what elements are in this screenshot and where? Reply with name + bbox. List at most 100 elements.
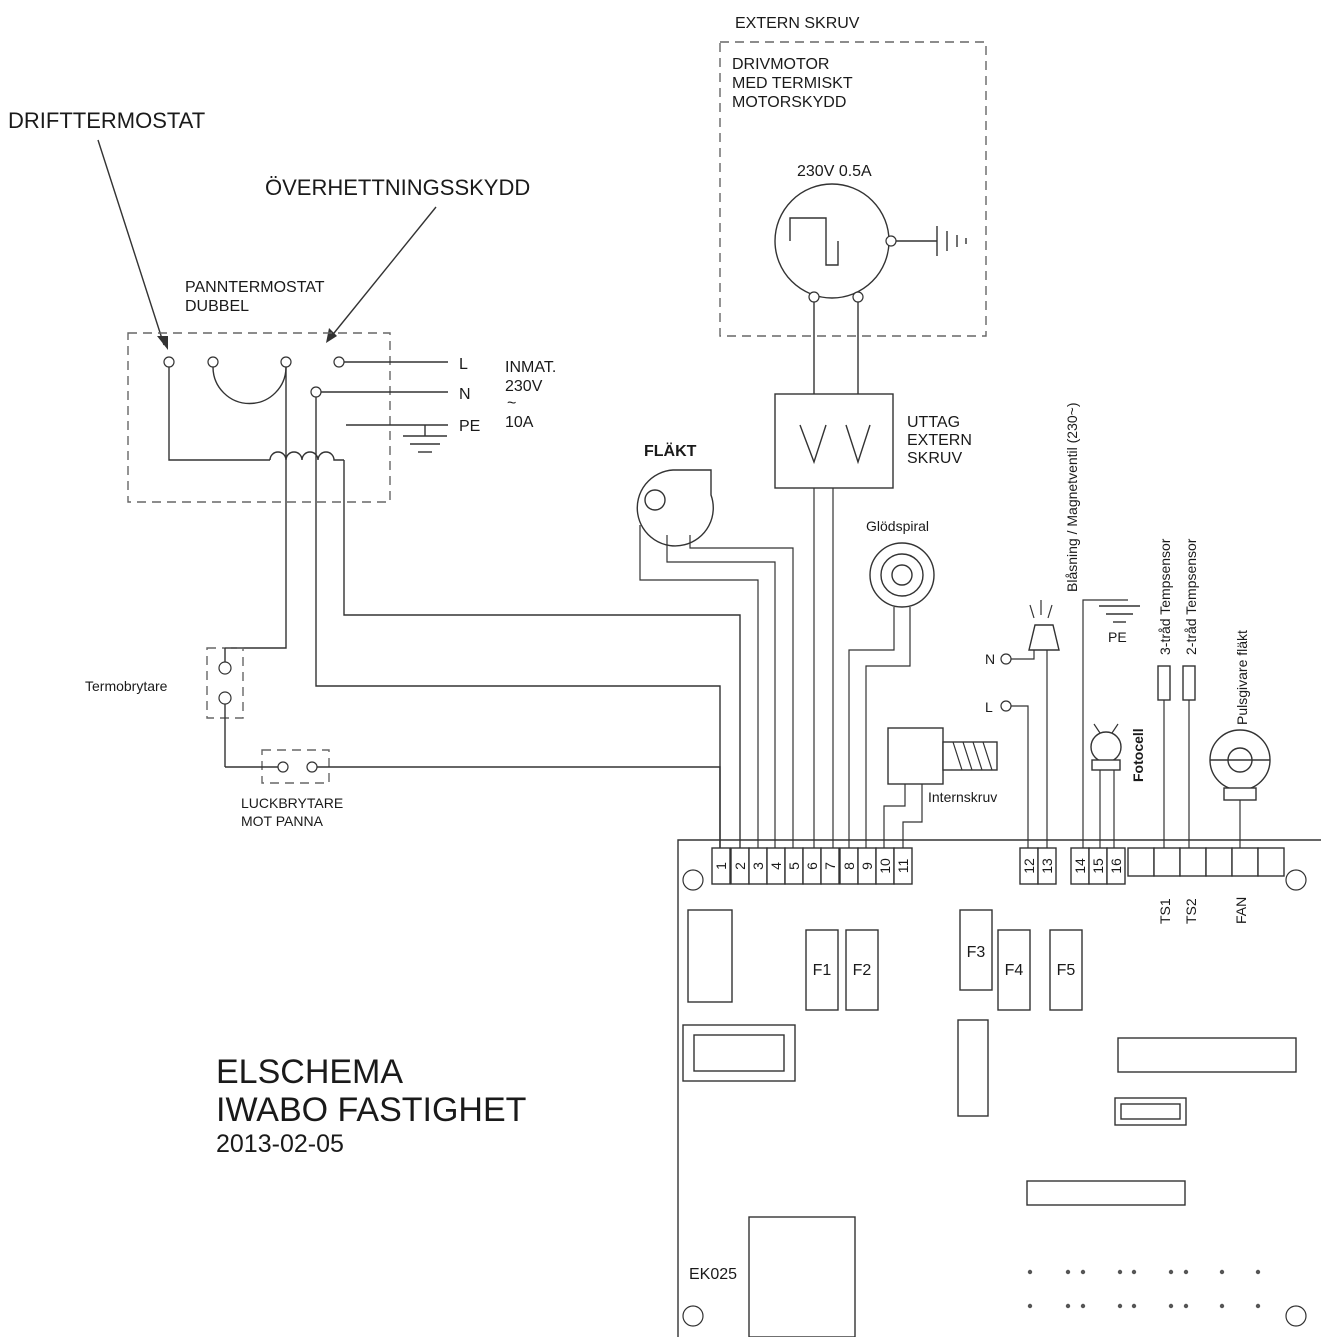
header-pin [1131, 1303, 1137, 1309]
inmat-label-2: 230V [505, 378, 543, 395]
tempsensor-3-icon [1157, 665, 1171, 701]
header-pin [1183, 1269, 1189, 1275]
fuse-f5 [1049, 929, 1083, 1011]
wire-pt-to-term-2 [343, 460, 741, 848]
header-pin [1255, 1269, 1261, 1275]
luckbrytare: LUCKBRYTARE MOT PANNA [225, 749, 721, 848]
overhettningsskydd-pointer [329, 206, 437, 339]
connector-header [1026, 1180, 1186, 1206]
panntermostat-label-1: PANNTERMOSTAT [185, 279, 325, 296]
drifttermostat-pointer [97, 139, 165, 346]
termobrytare-label: Termobrytare [85, 678, 168, 694]
glodspiral-label: Glödspiral [866, 518, 929, 534]
board-outline [677, 839, 1321, 1337]
fuse-f2 [845, 929, 879, 1011]
fan-icon [636, 469, 714, 547]
tempsensor-2-icon [1182, 665, 1196, 701]
magnetventil-icon [1028, 624, 1060, 651]
terminal-number: 4 [768, 862, 784, 870]
terminal-number: 10 [877, 858, 893, 874]
internskruv-motor [887, 727, 944, 785]
drifttermostat-arrowhead [157, 336, 168, 350]
terminal-7 [820, 847, 840, 885]
flakt-section: FLÄKT [636, 442, 794, 848]
extern-skruv-boundary [719, 41, 987, 337]
glodspiral-section: Glödspiral [848, 518, 935, 848]
terminal-number: 7 [822, 862, 838, 870]
terminal-number: 1 [713, 862, 729, 870]
ts1-label: TS1 [1157, 898, 1173, 924]
termobrytare: Termobrytare [85, 647, 244, 767]
inmat-label-1: INMAT. [505, 359, 556, 376]
header-pin [1219, 1269, 1225, 1275]
header-pin [1065, 1303, 1071, 1309]
l-terminal-label: L [985, 699, 993, 715]
fuse-label: F3 [967, 944, 986, 961]
pe-board-label: PE [1108, 629, 1127, 645]
header-pin [1219, 1303, 1225, 1309]
terminal-number: 12 [1021, 858, 1037, 874]
terminal-number: 8 [841, 862, 857, 870]
overhettningsskydd-label: ÖVERHETTNINGSSKYDD [265, 175, 530, 200]
header-pin [1117, 1303, 1123, 1309]
fuse-f1 [805, 929, 839, 1011]
terminal-16 [1106, 847, 1126, 885]
fuse-label: F1 [813, 962, 832, 979]
line-L-label: L [459, 356, 468, 373]
title-line-1: ELSCHEMA [216, 1053, 403, 1091]
header-pin [1027, 1303, 1033, 1309]
internskruv-section: Internskruv [883, 727, 998, 848]
header-pin [1080, 1269, 1086, 1275]
sensor-connectors: TS1 TS2 FAN [1127, 847, 1285, 924]
pe-board-section: PE [1082, 599, 1140, 848]
uttag-label-1: UTTAG [907, 414, 960, 431]
header-pin [1168, 1269, 1174, 1275]
blasning-section: Blåsning / Magnetventil (230~) N L [985, 403, 1080, 848]
terminal-number: 16 [1108, 858, 1124, 874]
tempsensor-section: 3-tråd Tempsensor 2-tråd Tempsensor [1157, 538, 1199, 848]
mount-hole [1285, 1305, 1307, 1327]
fuse-f3 [959, 909, 993, 991]
component [957, 1019, 989, 1117]
fuse-label: F5 [1057, 962, 1076, 979]
header-pins [1027, 1269, 1261, 1309]
blasning-label: Blåsning / Magnetventil (230~) [1064, 403, 1080, 593]
n-terminal-label: N [985, 651, 995, 667]
header-pin [1065, 1269, 1071, 1275]
terminal-number: 9 [859, 862, 875, 870]
drivmotor-label-3: MOTORSKYDD [732, 94, 846, 111]
fuse-label: F4 [1005, 962, 1024, 979]
inmat-label-3: ~ [507, 395, 516, 412]
terminal-13 [1037, 847, 1057, 885]
title-block: ELSCHEMA IWABO FASTIGHET 2013-02-05 [216, 1053, 526, 1158]
inmat-label-4: 10A [505, 414, 534, 431]
mount-hole [1285, 869, 1307, 891]
header-pin [1168, 1303, 1174, 1309]
pulsgivare-label: Pulsgivare fläkt [1234, 630, 1250, 725]
flakt-label: FLÄKT [644, 442, 697, 460]
terminal-number: 3 [750, 862, 766, 870]
terminal-number: 13 [1039, 858, 1055, 874]
uttag-extern-skruv: UTTAG EXTERN SKRUV [774, 393, 972, 489]
relay [687, 909, 733, 1003]
mount-hole [682, 1305, 704, 1327]
transformer-inner [693, 1034, 785, 1072]
terminal-number: 2 [732, 862, 748, 870]
fotocell-label: Fotocell [1130, 728, 1146, 782]
panntermostat-boundary [127, 332, 391, 503]
luckbrytare-label-1: LUCKBRYTARE [241, 795, 343, 811]
luckbrytare-label-2: MOT PANNA [241, 813, 324, 829]
tempsensor-2-label: 2-tråd Tempsensor [1183, 538, 1199, 655]
header-pin [1131, 1269, 1137, 1275]
terminal-number: 6 [804, 862, 820, 870]
panntermostat-section: PANNTERMOSTAT DUBBEL L N PE INMAT. 230V … [127, 279, 556, 503]
header-pin [1183, 1303, 1189, 1309]
line-PE-label: PE [459, 418, 480, 435]
ts2-label: TS2 [1183, 898, 1199, 924]
drifttermostat-label: DRIFTTERMOSTAT [8, 108, 205, 133]
internskruv-label: Internskruv [928, 789, 997, 805]
pulsgivare-section: Pulsgivare fläkt [1209, 630, 1271, 848]
